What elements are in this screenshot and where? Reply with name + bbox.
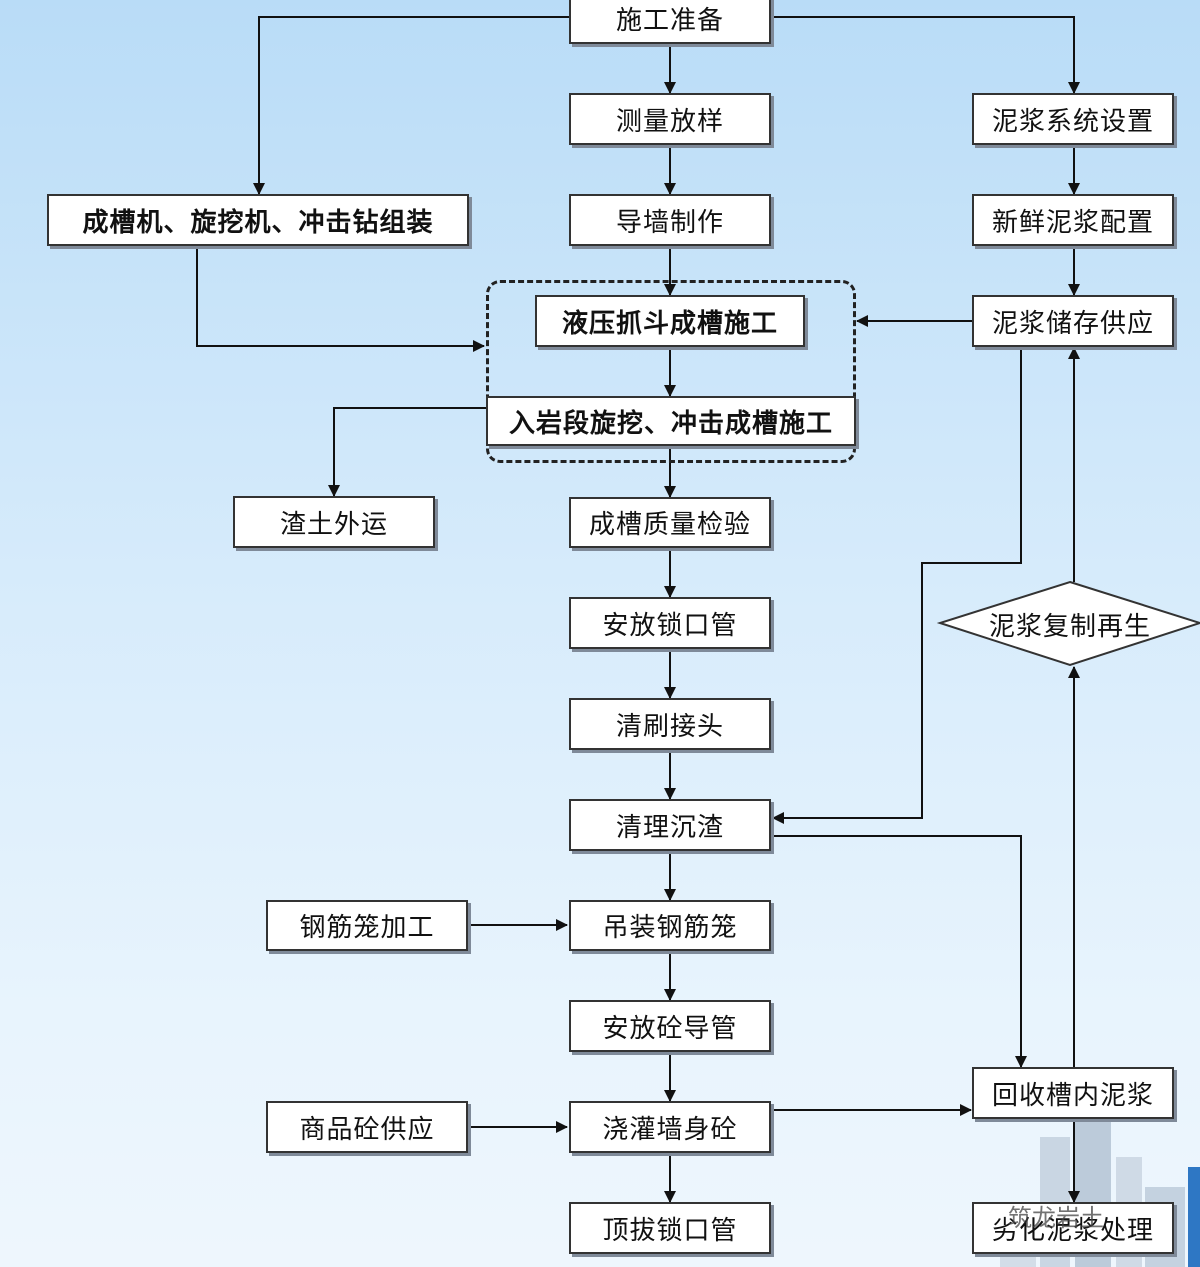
node-slurry-system: 泥浆系统设置: [972, 93, 1174, 145]
node-recover-slurry: 回收槽内泥浆: [972, 1067, 1174, 1119]
node-rock-section: 入岩段旋挖、冲击成槽施工: [486, 396, 856, 446]
arrow-rock-spoil: [328, 407, 486, 497]
node-concrete-supply: 商品砼供应: [266, 1101, 468, 1153]
node-clear-sediment: 清理沉渣: [569, 799, 771, 851]
node-fresh-slurry: 新鲜泥浆配置: [972, 194, 1174, 246]
node-tremie: 安放砼导管: [569, 1000, 771, 1052]
arrow-prep-slurrysystem: [771, 16, 1080, 94]
watermark-text: 筑龙岩土: [1008, 1204, 1104, 1232]
arrow-storage-sediment: [772, 347, 1022, 824]
excavation-group-frame: [486, 280, 856, 463]
node-machine-assembly: 成槽机、旋挖机、冲击钻组装: [47, 194, 469, 246]
regen-diamond-shape: [936, 580, 1200, 667]
node-pull-pipe: 顶拔锁口管: [569, 1202, 771, 1254]
node-prep: 施工准备: [569, 0, 771, 44]
node-cage-processing: 钢筋笼加工: [266, 900, 468, 951]
node-hoist-cage: 吊装钢筋笼: [569, 900, 771, 951]
node-waste-slurry: 劣化泥浆处理: [972, 1202, 1174, 1254]
node-guide-wall: 导墙制作: [569, 194, 771, 246]
node-slurry-regen: 泥浆复制再生: [988, 611, 1151, 642]
node-hydraulic-grab: 液压抓斗成槽施工: [535, 295, 805, 347]
node-pour: 浇灌墙身砼: [569, 1101, 771, 1153]
arrow-machine-group: [196, 246, 485, 352]
node-lock-pipe: 安放锁口管: [569, 597, 771, 649]
node-slurry-storage: 泥浆储存供应: [972, 295, 1174, 347]
node-survey: 测量放样: [569, 93, 771, 145]
arrow-sediment-recover: [771, 835, 1027, 1068]
node-spoil: 渣土外运: [233, 496, 435, 548]
arrow-prep-machine: [253, 16, 569, 195]
node-quality-check: 成槽质量检验: [569, 497, 771, 548]
node-clean-joint: 清刷接头: [569, 698, 771, 750]
